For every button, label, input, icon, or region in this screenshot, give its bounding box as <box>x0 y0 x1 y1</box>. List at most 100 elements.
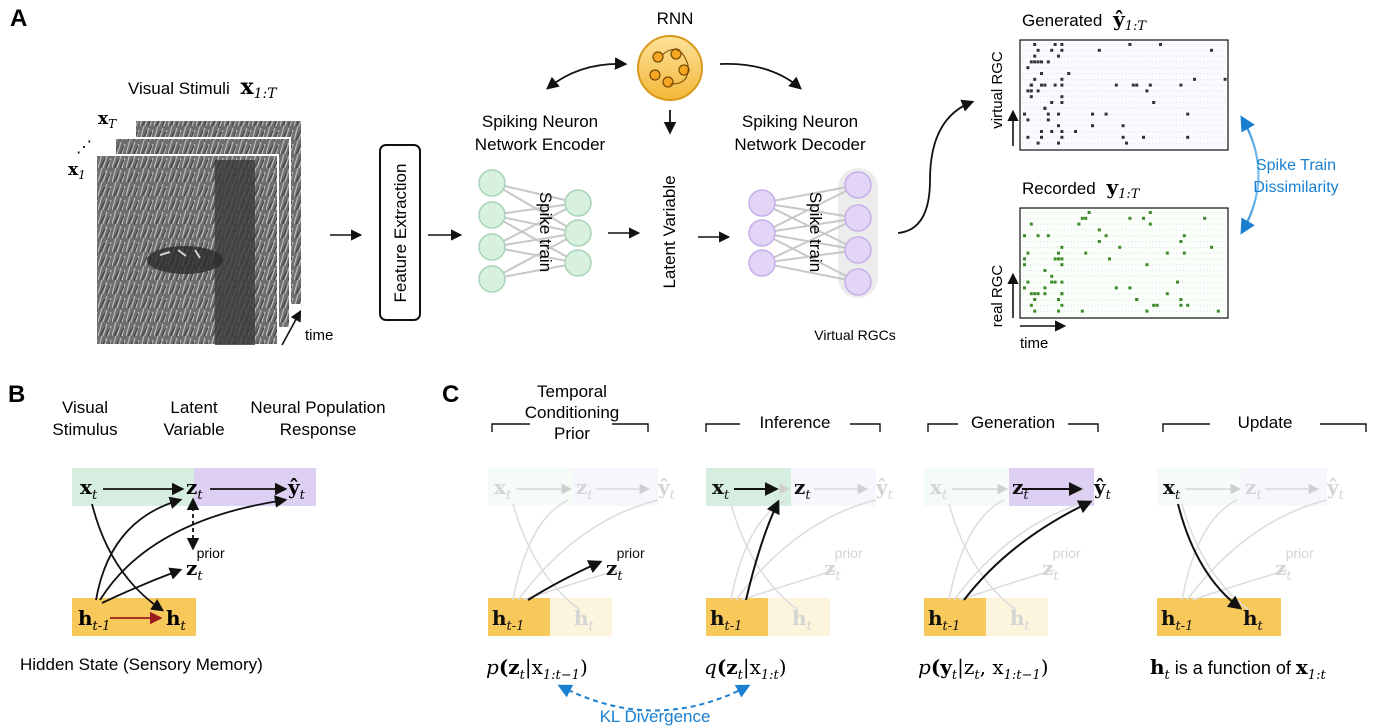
raster-grid-dot <box>1159 102 1161 104</box>
raster-grid-dot <box>1029 299 1031 301</box>
raster-grid-dot <box>1087 67 1089 69</box>
raster-grid-dot <box>1189 287 1191 289</box>
raster-grid-dot <box>1152 78 1154 80</box>
raster-grid-dot <box>1203 102 1205 104</box>
raster-grid-dot <box>1131 217 1133 219</box>
raster-grid-dot <box>1145 217 1147 219</box>
raster-grid-dot <box>1108 241 1110 243</box>
raster-grid-dot <box>1131 212 1133 214</box>
latent-variable-label: Latent Variable <box>660 175 679 288</box>
c-node-hprev: ht-1 <box>1161 606 1193 634</box>
raster-grid-dot <box>1223 119 1225 121</box>
b-node-y: ŷt <box>287 475 306 503</box>
raster-grid-dot <box>1087 293 1089 295</box>
raster-grid-dot <box>1159 235 1161 237</box>
raster-grid-dot <box>1077 270 1079 272</box>
c-node-z: zt <box>1245 475 1262 503</box>
raster-grid-dot <box>1145 102 1147 104</box>
c-node-zprior: ztprior <box>606 545 645 584</box>
spike-mark <box>1033 298 1037 301</box>
raster-grid-dot <box>1033 246 1035 248</box>
encoder-title-2: Network Encoder <box>475 135 606 154</box>
raster-grid-dot <box>1135 119 1137 121</box>
raster-grid-dot <box>1063 61 1065 63</box>
raster-grid-dot <box>1026 61 1028 63</box>
raster-grid-dot <box>1223 44 1225 46</box>
raster-grid-dot <box>1128 258 1130 260</box>
raster-grid-dot <box>1193 142 1195 144</box>
raster-grid-dot <box>1080 96 1082 98</box>
raster-grid-dot <box>1199 275 1201 277</box>
raster-grid-dot <box>1070 113 1072 115</box>
raster-grid-dot <box>1128 78 1130 80</box>
raster-grid-dot <box>1206 55 1208 57</box>
raster-grid-dot <box>1084 73 1086 75</box>
raster-grid-dot <box>1023 270 1025 272</box>
raster-grid-dot <box>1023 44 1025 46</box>
spike-mark <box>1060 292 1064 296</box>
raster-grid-dot <box>1067 293 1069 295</box>
raster-grid-dot <box>1125 212 1127 214</box>
raster-grid-dot <box>1159 212 1161 214</box>
raster-grid-dot <box>1206 49 1208 51</box>
raster-grid-dot <box>1176 217 1178 219</box>
raster-grid-dot <box>1087 217 1089 219</box>
raster-grid-dot <box>1087 113 1089 115</box>
raster-grid-dot <box>1182 299 1184 301</box>
raster-grid-dot <box>1091 67 1093 69</box>
raster-grid-dot <box>1094 310 1096 312</box>
raster-grid-dot <box>1118 107 1120 109</box>
raster-grid-dot <box>1077 131 1079 133</box>
spike-mark <box>1036 234 1040 238</box>
raster-grid-dot <box>1193 287 1195 289</box>
raster-grid-dot <box>1169 107 1171 109</box>
raster-grid-dot <box>1206 287 1208 289</box>
raster-grid-dot <box>1125 49 1127 51</box>
raster-grid-dot <box>1179 217 1181 219</box>
raster-grid-dot <box>1186 84 1188 86</box>
raster-grid-dot <box>1087 241 1089 243</box>
spike-mark <box>1142 135 1145 139</box>
raster-grid-dot <box>1220 96 1222 98</box>
raster-grid-dot <box>1097 107 1099 109</box>
raster-grid-dot <box>1135 229 1137 231</box>
raster-grid-dot <box>1145 142 1147 144</box>
raster-grid-dot <box>1057 229 1059 231</box>
raster-grid-dot <box>1155 136 1157 138</box>
raster-grid-dot <box>1108 90 1110 92</box>
raster-grid-dot <box>1135 142 1137 144</box>
raster-grid-dot <box>1084 119 1086 121</box>
raster-grid-dot <box>1060 229 1062 231</box>
b-node-x: xt <box>80 475 98 503</box>
raster-grid-dot <box>1118 113 1120 115</box>
raster-grid-dot <box>1063 275 1065 277</box>
raster-grid-dot <box>1063 131 1065 133</box>
raster-grid-dot <box>1138 299 1140 301</box>
raster-grid-dot <box>1053 299 1055 301</box>
raster-grid-dot <box>1148 136 1150 138</box>
raster-grid-dot <box>1176 252 1178 254</box>
raster-grid-dot <box>1152 310 1154 312</box>
raster-grid-dot <box>1169 61 1171 63</box>
spike-mark <box>1036 48 1040 52</box>
raster-grid-dot <box>1094 304 1096 306</box>
raster-grid-dot <box>1155 119 1157 121</box>
raster-grid-dot <box>1199 49 1201 51</box>
raster-grid-dot <box>1152 67 1154 69</box>
spike-mark <box>1155 303 1159 307</box>
raster-grid-dot <box>1159 131 1161 133</box>
raster-grid-dot <box>1196 223 1198 225</box>
raster-grid-dot <box>1097 281 1099 283</box>
raster-grid-dot <box>1193 246 1195 248</box>
raster-grid-dot <box>1220 235 1222 237</box>
raster-grid-dot <box>1077 258 1079 260</box>
raster-grid-dot <box>1026 304 1028 306</box>
raster-grid-dot <box>1199 84 1201 86</box>
raster-grid-dot <box>1046 217 1048 219</box>
raster-grid-dot <box>1159 107 1161 109</box>
c-node-hprev: ht-1 <box>492 606 524 634</box>
raster-grid-dot <box>1067 241 1069 243</box>
raster-grid-dot <box>1118 49 1120 51</box>
raster-grid-dot <box>1026 102 1028 104</box>
spike-mark <box>1033 77 1037 81</box>
